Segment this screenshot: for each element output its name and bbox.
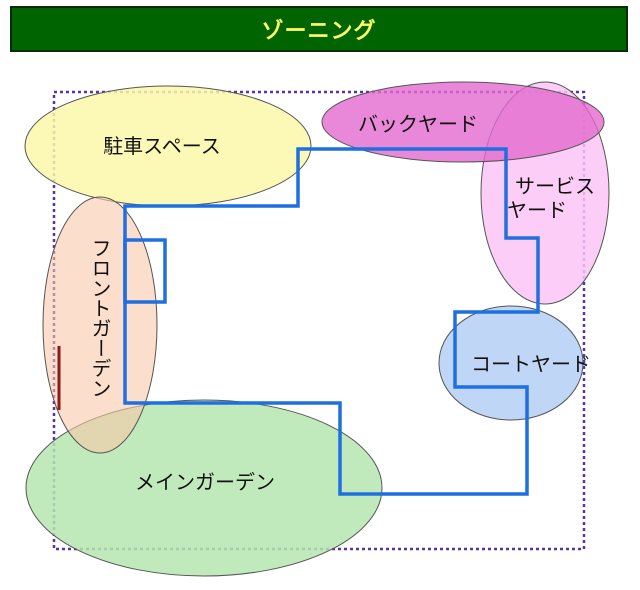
front-garden-zone xyxy=(42,196,158,454)
service-yard-label-line1: サービス xyxy=(515,174,595,198)
title-bar: ゾーニング xyxy=(10,6,628,52)
parking-label: 駐車スペース xyxy=(103,134,221,158)
building-outline xyxy=(123,147,540,496)
site-boundary xyxy=(52,90,586,551)
front-garden-label: フロントガーデン xyxy=(88,238,112,398)
main-garden-label: メインガーデン xyxy=(135,470,275,494)
backyard-zone xyxy=(321,81,605,163)
backyard-label: バックヤード xyxy=(358,112,478,136)
page-title: ゾーニング xyxy=(261,19,377,44)
service-yard-label-line2: ヤード xyxy=(507,198,567,222)
entrance-box xyxy=(123,238,167,304)
courtyard-label: コートヤード xyxy=(471,352,591,376)
courtyard-zone xyxy=(438,305,584,421)
